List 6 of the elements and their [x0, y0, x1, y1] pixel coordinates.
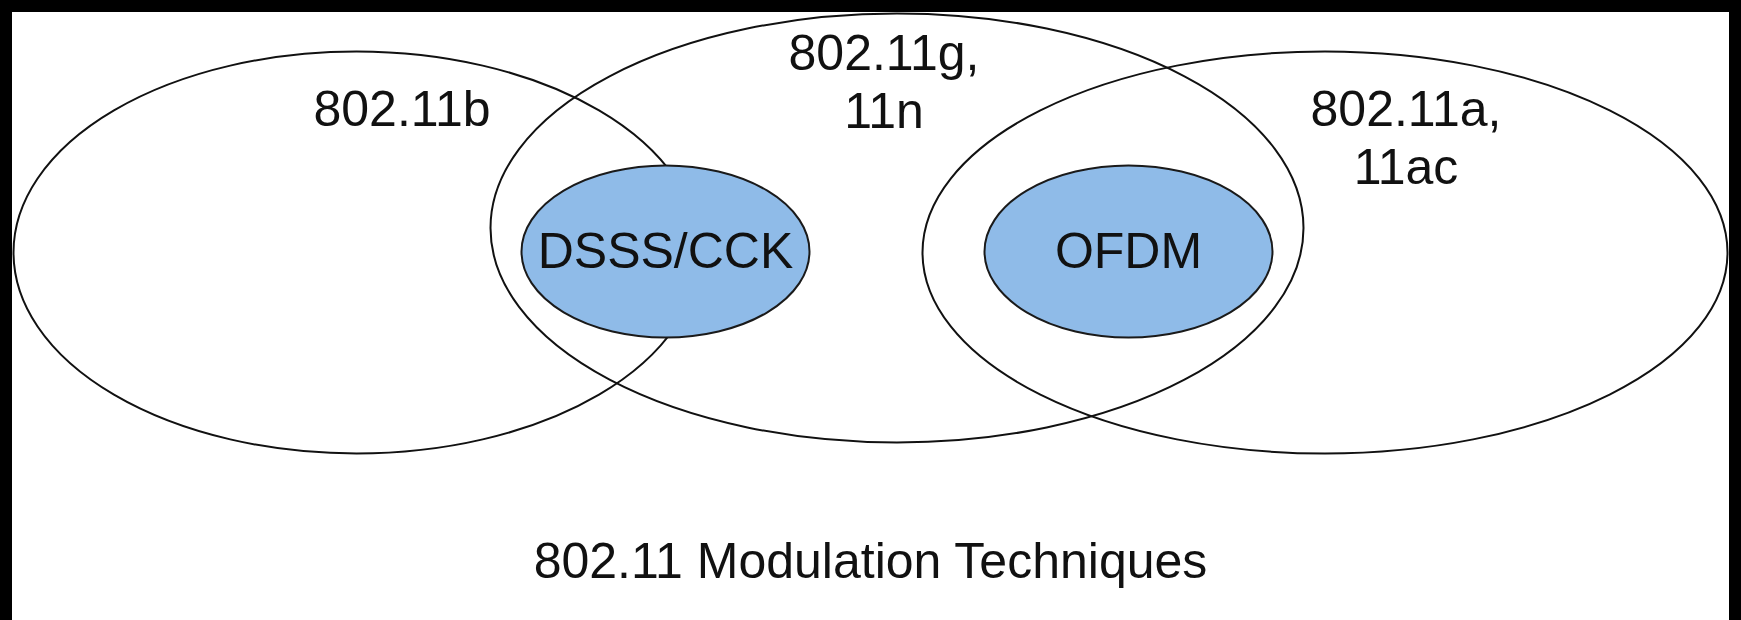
set-label: 802.11b	[312, 80, 492, 138]
technique-label: DSSS/CCK	[536, 222, 795, 280]
set-label: 802.11g, 11n	[787, 24, 981, 140]
diagram-caption: 802.11 Modulation Techniques	[532, 532, 1209, 590]
technique-label: OFDM	[1053, 222, 1204, 280]
set-label: 802.11a, 11ac	[1309, 80, 1503, 196]
